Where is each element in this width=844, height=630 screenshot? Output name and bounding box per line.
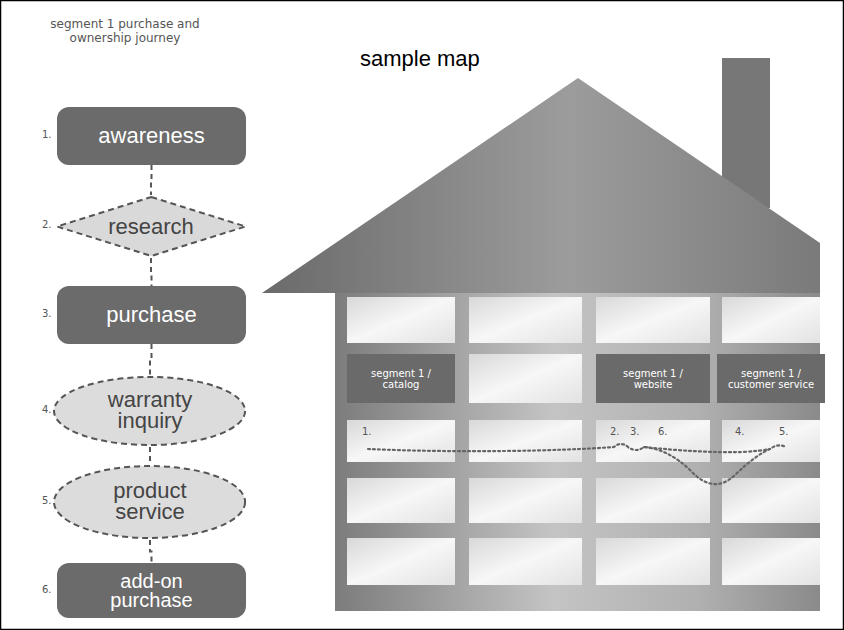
- node-label: segment 1 / catalog: [370, 368, 432, 390]
- window-cell: [596, 420, 710, 462]
- window-grid: [347, 297, 820, 585]
- window-cell: [347, 478, 455, 523]
- window-cell: [469, 478, 582, 523]
- channel-cell: segment 1 / customer service: [717, 354, 825, 403]
- path-number: 5.: [779, 426, 789, 438]
- stage-box: add-on purchase: [57, 563, 246, 618]
- ellipse-shape: [54, 466, 245, 538]
- path-number: 1.: [362, 426, 372, 438]
- house-body: [335, 293, 820, 611]
- callout-number: 4.: [42, 404, 52, 416]
- stage-ellipse: warranty inquiry: [52, 375, 247, 447]
- ellipse-shape: [54, 377, 245, 445]
- window-cell: [596, 538, 710, 585]
- window-cell: [722, 297, 820, 343]
- diamond-shape: [57, 197, 246, 256]
- callout-number: 5.: [42, 495, 52, 507]
- stage-connector: [149, 447, 151, 464]
- window-cell: [722, 420, 820, 462]
- node-label: research: [108, 215, 194, 238]
- stage-box: awareness: [57, 107, 246, 165]
- window-cell: [347, 297, 455, 343]
- window-cell: [469, 420, 582, 462]
- channel-cell: segment 1 / catalog: [347, 354, 455, 403]
- window-cell: [347, 538, 455, 585]
- stage-connector: [150, 165, 153, 195]
- stage-connector: [150, 344, 152, 375]
- journey-path: [368, 444, 786, 484]
- roof: [262, 78, 820, 293]
- path-number: 6.: [658, 426, 668, 438]
- stage-connector: [150, 540, 152, 563]
- node-label: awareness: [98, 124, 204, 147]
- path-number: 2.: [610, 426, 620, 438]
- column-heading: segment 1 purchase and ownership journey: [30, 18, 220, 46]
- window-cell: [469, 538, 582, 585]
- stage-ellipse: product service: [52, 464, 247, 540]
- callout-number: 3.: [42, 308, 52, 320]
- stage-box: purchase: [57, 286, 246, 344]
- callout-number: 2.: [42, 219, 52, 231]
- callout-number: 1.: [42, 129, 52, 141]
- window-cell: [347, 354, 455, 403]
- window-cell: [469, 297, 582, 343]
- path-number: 4.: [735, 426, 745, 438]
- window-cell: [722, 478, 820, 523]
- window-cell: [347, 420, 455, 462]
- stage-connector: [150, 258, 153, 286]
- node-label: purchase: [106, 303, 197, 326]
- node-label: product service: [91, 481, 209, 523]
- window-cell: [469, 354, 582, 403]
- channel-cell: segment 1 / website: [596, 354, 710, 403]
- map-title: sample map: [360, 46, 480, 72]
- node-label: segment 1 / website: [622, 368, 684, 390]
- window-cell: [596, 354, 710, 403]
- window-cell: [596, 297, 710, 343]
- node-label: add-on purchase: [87, 572, 217, 610]
- node-label: warranty inquiry: [91, 390, 209, 432]
- window-cell: [596, 478, 710, 523]
- journey-path-line: [368, 444, 786, 484]
- callout-number: 6.: [42, 584, 52, 596]
- node-label: segment 1 / customer service: [725, 368, 817, 390]
- journey-path-line: [644, 447, 770, 452]
- window-cell: [722, 538, 820, 585]
- stage-diamond: research: [55, 195, 248, 258]
- path-number: 3.: [630, 426, 640, 438]
